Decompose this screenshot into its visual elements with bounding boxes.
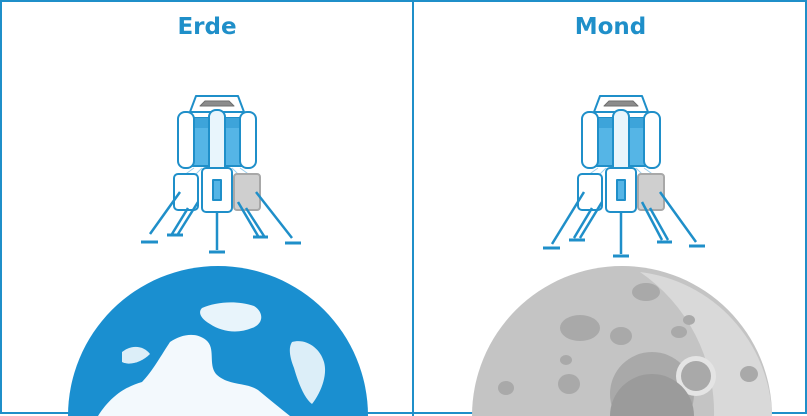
- earth-scene: [68, 95, 368, 416]
- moon-icon: [472, 266, 772, 416]
- lunar-lander-icon: [543, 95, 705, 258]
- panel-title-earth: Erde: [177, 14, 237, 40]
- panel-title-moon: Mond: [574, 14, 647, 40]
- panel-earth: Erde: [2, 2, 412, 416]
- panel-moon: Mond: [414, 2, 807, 416]
- moon-scene: [472, 95, 772, 416]
- earth-icon: [68, 266, 368, 416]
- panel-divider: [412, 2, 414, 416]
- lunar-lander-icon: [141, 95, 301, 254]
